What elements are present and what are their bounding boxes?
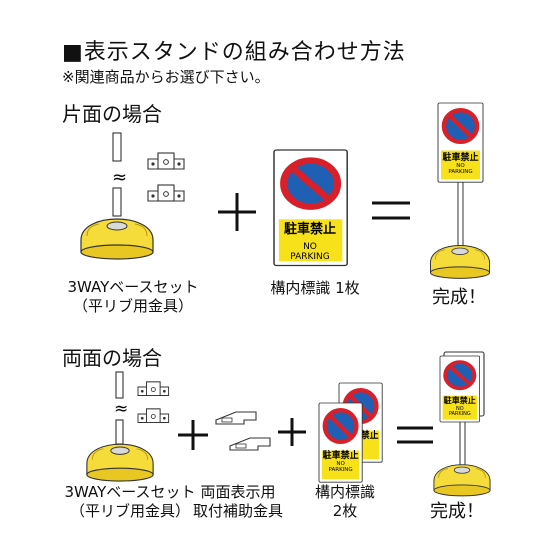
double-sign-front-jp: 駐車禁止 [323, 449, 359, 461]
single-yellow-base [80, 218, 154, 260]
double-base-caption-line2: （平リブ用金具） [69, 502, 190, 520]
double-sign-caption-line2: 2枚 [332, 502, 358, 520]
single-sign-en-line1: NO [303, 242, 317, 252]
double-result-assembly [433, 351, 491, 497]
selection-note: ※関連商品からお選び下さい。 [62, 68, 270, 86]
double-complete-label: 完成！ [430, 501, 484, 522]
single-bracket-top [147, 152, 185, 170]
single-pole [112, 132, 122, 217]
single-base-caption: 3WAYベースセット （平リブ用金具） [58, 278, 208, 316]
double-plus-symbol-2 [278, 418, 306, 446]
single-result-sign-jp: 駐車禁止 [442, 151, 478, 163]
double-bracket-caption-line1: 両面表示用 [200, 483, 276, 501]
single-result-sign-en2: PARKING [448, 169, 472, 175]
double-result-sign-en1: NO [456, 406, 464, 412]
double-bracket-caption: 両面表示用 取付補助金具 [183, 483, 293, 521]
single-complete-label: 完成！ [432, 287, 486, 308]
single-sign-en-line2: PARKING [290, 252, 330, 262]
double-bracket-top [137, 381, 170, 396]
double-bracket-bottom [137, 408, 170, 423]
single-sign-caption: 構内標識 1枚 [270, 279, 360, 297]
single-base-caption-line1: 3WAYベースセット [67, 278, 199, 296]
single-equals-symbol [372, 201, 410, 220]
single-section-title: 片面の場合 [62, 102, 162, 126]
single-wave-symbol: ≈ [112, 167, 127, 188]
single-bracket-bottom [147, 184, 185, 202]
double-assist-bracket-top [215, 411, 257, 425]
page-title: ■表示スタンドの組み合わせ方法 [62, 40, 406, 65]
single-plus-symbol [218, 193, 256, 231]
double-section-title: 両面の場合 [62, 346, 162, 370]
double-sign-caption: 構内標識 2枚 [300, 483, 390, 521]
single-result-sign-en1: NO [456, 163, 465, 169]
double-equals-symbol [397, 426, 433, 444]
double-sign-caption-line1: 構内標識 [314, 483, 375, 501]
single-sign-jp-text: 駐車禁止 [284, 221, 336, 237]
double-sign-front-en1: NO [336, 461, 345, 467]
single-result-assembly [429, 103, 491, 279]
double-result-sign-jp: 駐車禁止 [444, 395, 476, 405]
double-sign-front-en2: PARKING [329, 467, 353, 473]
double-base-caption-line1: 3WAYベースセット [64, 483, 196, 501]
double-bracket-caption-line2: 取付補助金具 [192, 502, 283, 520]
single-base-caption-line2: （平リブ用金具） [72, 297, 193, 315]
double-assist-bracket-bottom [229, 437, 271, 451]
double-base-caption: 3WAYベースセット （平リブ用金具） [55, 483, 205, 521]
double-wave-symbol: ≈ [114, 399, 128, 419]
double-yellow-base [86, 443, 154, 482]
double-result-sign-en2: PARKING [449, 411, 471, 417]
double-plus-symbol-1 [178, 420, 208, 450]
